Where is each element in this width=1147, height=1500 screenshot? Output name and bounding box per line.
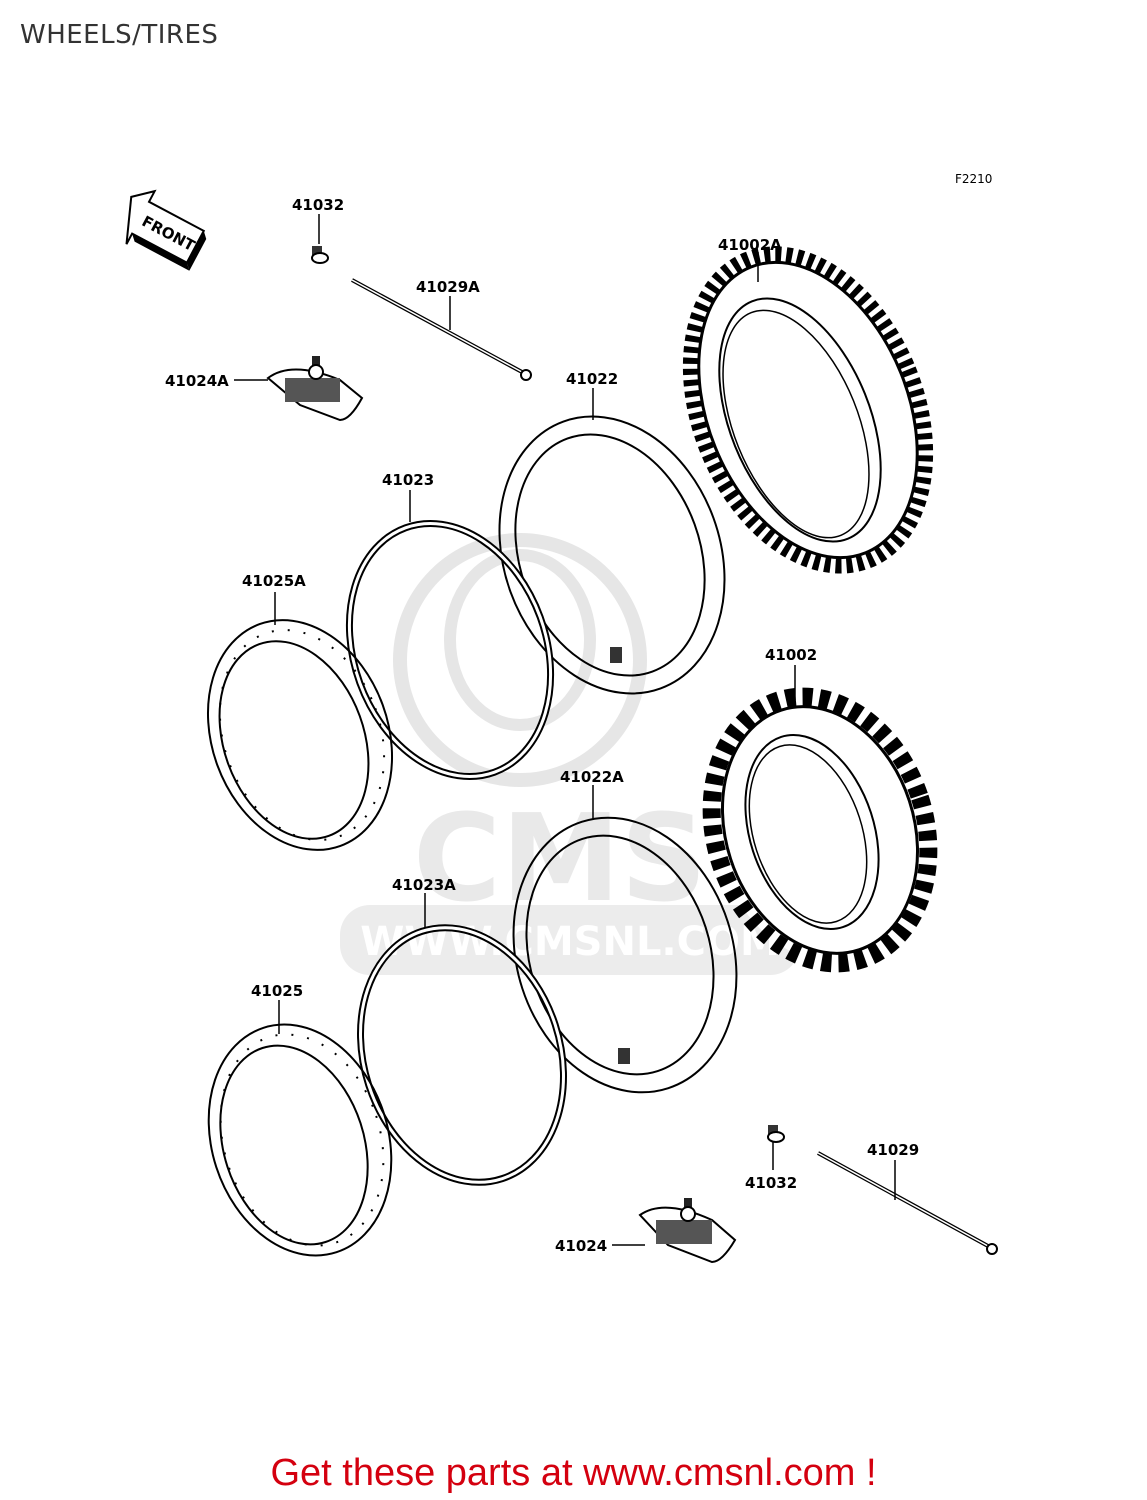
label-41023A: 41023A (392, 876, 456, 894)
tire-41002A (682, 246, 934, 574)
label-41025: 41025 (251, 982, 303, 1000)
rim-lock-41024A (266, 356, 364, 422)
rim-lock-41024 (638, 1198, 737, 1264)
rim-41025A (206, 619, 394, 851)
label-41022: 41022 (566, 370, 618, 388)
label-41025A: 41025A (242, 572, 306, 590)
label-41032-top: 41032 (292, 196, 344, 214)
figure-code: F2210 (955, 172, 993, 186)
label-41023: 41023 (382, 471, 434, 489)
valve-cap-bottom (767, 1125, 785, 1143)
rim-band-41023 (345, 520, 555, 780)
watermark-url: WWW.CMSNL.COM (360, 919, 780, 965)
label-41002A: 41002A (718, 236, 782, 254)
rod-41029A (351, 278, 532, 381)
footer-link[interactable]: Get these parts at www.cmsnl.com ! (270, 1452, 877, 1494)
label-41024A: 41024A (165, 372, 229, 390)
front-arrow-icon: FRONT (125, 189, 207, 271)
rim-41025 (207, 1023, 393, 1257)
rod-41029 (817, 1151, 998, 1255)
rim-band-41023A (357, 924, 567, 1186)
watermark: CMS WWW.CMSNL.COM (340, 533, 800, 975)
tire-41002 (702, 687, 938, 973)
tube-41022 (498, 415, 726, 695)
label-41029A: 41029A (416, 278, 480, 296)
label-41029: 41029 (867, 1141, 919, 1159)
label-41024: 41024 (555, 1237, 607, 1255)
label-41002: 41002 (765, 646, 817, 664)
label-41032-bottom: 41032 (745, 1174, 797, 1192)
valve-cap-top (311, 246, 329, 264)
page-title: WHEELS/TIRES (20, 20, 219, 50)
exploded-parts-diagram: CMS WWW.CMSNL.COM FRONT (125, 189, 998, 1264)
label-41022A: 41022A (560, 768, 624, 786)
